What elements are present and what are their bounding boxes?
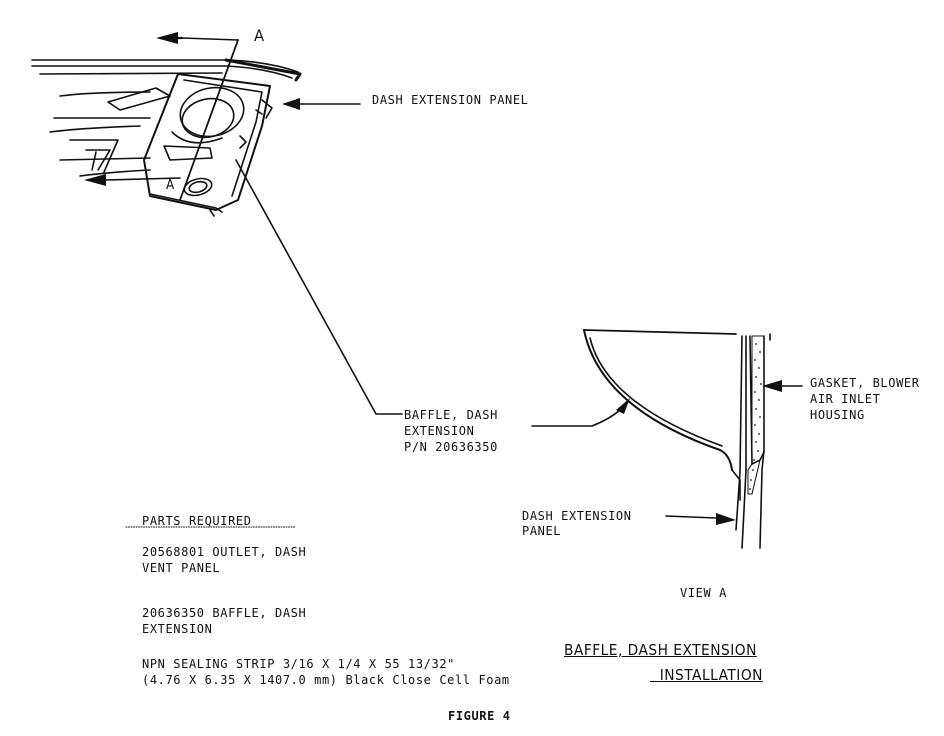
label-dash-extension-panel-top: DASH EXTENSION PANEL (372, 93, 529, 107)
label-baffle-line3: P/N 20636350 (404, 440, 498, 454)
figure-caption: FIGURE 4 (448, 709, 511, 723)
drawing-title-line2-text: INSTALLATION (659, 666, 763, 684)
parts-item1-line1: 20568801 OUTLET, DASH (142, 545, 307, 559)
dashboard-drawing (31, 32, 403, 415)
label-baffle-line1: BAFFLE, DASH (404, 408, 498, 422)
parts-heading: PARTS REQUIRED (142, 514, 252, 528)
label-baffle-line2: EXTENSION (404, 424, 475, 438)
parts-item1-line2: VENT PANEL (142, 561, 221, 575)
parts-item3-line2: (4.76 X 6.35 X 1407.0 mm) Black Close Ce… (142, 673, 510, 687)
gasket-foam-stipple (749, 343, 762, 490)
drawing-title-line1: BAFFLE, DASH EXTENSION (564, 641, 757, 659)
label-view-a: VIEW A (680, 586, 727, 600)
label-dash-extension-panel-view-line2: PANEL (522, 524, 562, 538)
parts-item2-line2: EXTENSION (142, 622, 213, 636)
section-callout-a-bottom: A (166, 178, 175, 193)
section-callout-a-top: A (254, 26, 265, 45)
parts-item3-line1: NPN SEALING STRIP 3/16 X 1/4 X 55 13/32" (142, 657, 455, 671)
label-gasket-line2: AIR INLET (810, 392, 881, 406)
label-dash-extension-panel-view-line1: DASH EXTENSION (522, 509, 632, 523)
label-gasket-line1: GASKET, BLOWER (810, 376, 920, 390)
parts-item2-line1: 20636350 BAFFLE, DASH (142, 606, 307, 620)
view-a-drawing (531, 329, 803, 549)
drawing-title-line2: INSTALLATION (650, 666, 763, 684)
label-gasket-line3: HOUSING (810, 408, 865, 422)
